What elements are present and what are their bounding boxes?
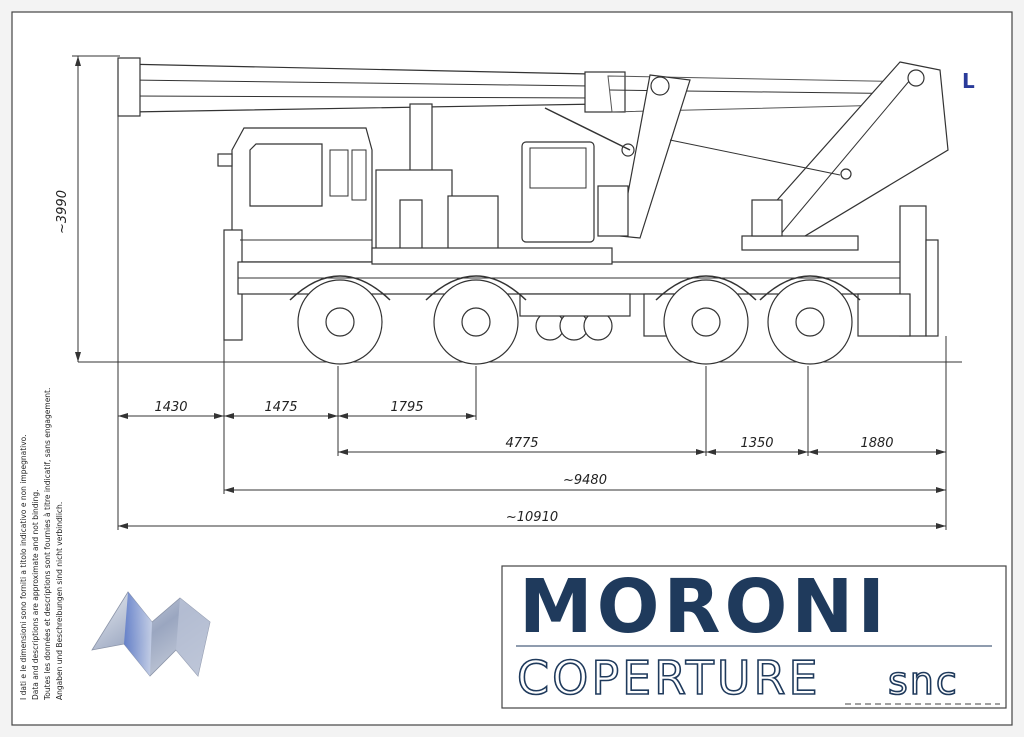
dimension-label-1430: 1430 bbox=[154, 400, 187, 415]
overall-length-label: ~10910 bbox=[506, 510, 558, 525]
dimension-label-1795: 1795 bbox=[390, 400, 423, 415]
dimension-label-1350: 1350 bbox=[740, 436, 773, 451]
brand-subtitle-suffix: snc bbox=[888, 659, 959, 703]
corner-letter: L bbox=[962, 69, 975, 93]
wheelbase-total-label: ~9480 bbox=[563, 473, 607, 488]
dimension-lines bbox=[72, 55, 947, 530]
title-block bbox=[501, 565, 1007, 709]
dimension-label-4775: 4775 bbox=[505, 436, 538, 451]
disclaimer-line-fr: Toutes les données et descriptions sont … bbox=[43, 388, 52, 701]
disclaimer-text: I dati e le dimensioni sono forniti a ti… bbox=[19, 388, 64, 701]
disclaimer-line-it: I dati e le dimensioni sono forniti a ti… bbox=[19, 435, 28, 701]
height-dimension-label: ~3990 bbox=[55, 190, 70, 234]
dimension-label-1880: 1880 bbox=[860, 436, 893, 451]
disclaimer-line-de: Angaben und Beschreibungen sind nicht ve… bbox=[55, 502, 64, 700]
folded-roof-logo-icon bbox=[91, 591, 211, 677]
truck-illustration bbox=[78, 57, 962, 365]
disclaimer-line-en: Data and descriptions are approximate an… bbox=[31, 489, 40, 700]
brand-name: MORONI bbox=[519, 564, 889, 650]
brand-subtitle-main: COPERTURE bbox=[517, 651, 821, 705]
dimension-label-1475: 1475 bbox=[264, 400, 297, 415]
